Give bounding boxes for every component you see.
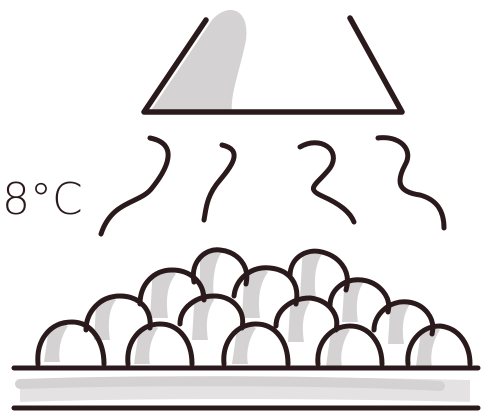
heat-wave-icon [101, 138, 444, 234]
lamp-shade-icon [144, 10, 402, 112]
shelf-icon [14, 368, 478, 408]
egg-pile-icon [38, 250, 470, 366]
temperature-label: 8°C [2, 174, 83, 225]
